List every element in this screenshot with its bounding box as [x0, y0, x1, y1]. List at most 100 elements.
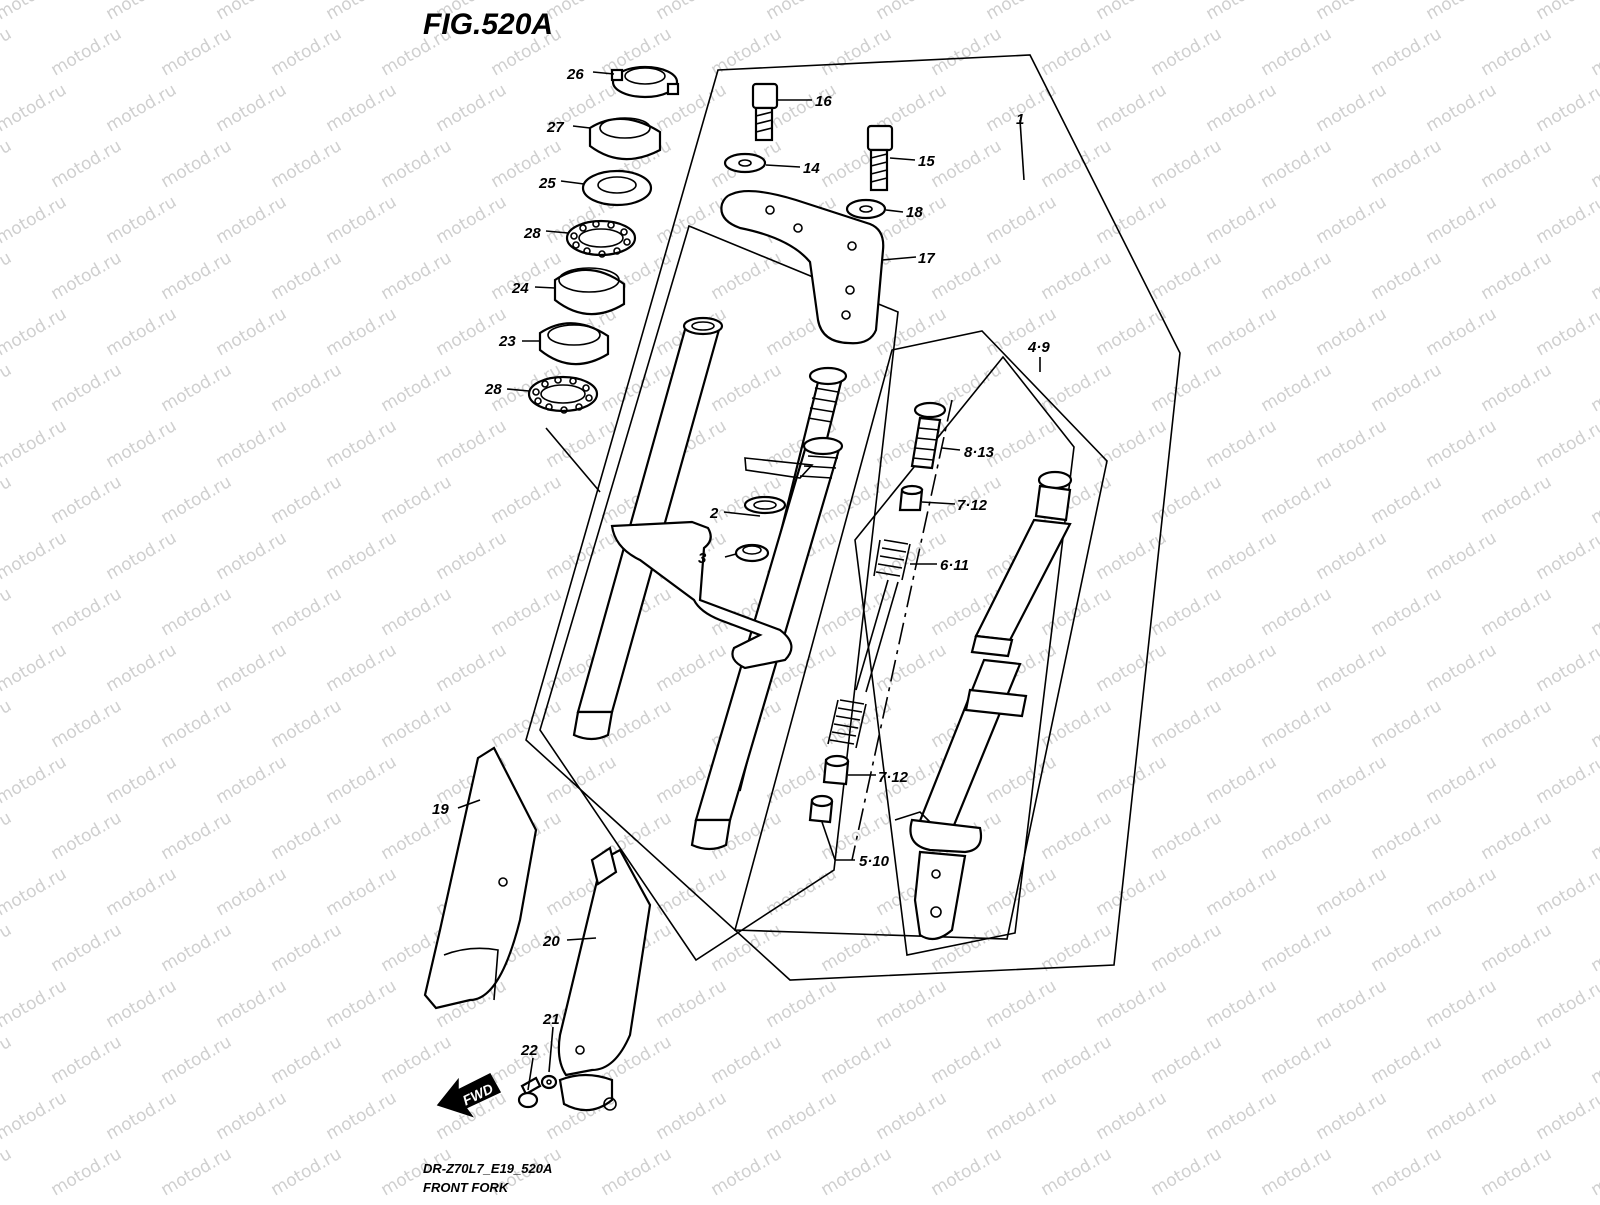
watermark-text: motod.ru: [158, 24, 236, 80]
watermark-text: motod.ru: [1533, 528, 1600, 584]
watermark-text: motod.ru: [158, 136, 236, 192]
watermark-text: motod.ru: [103, 528, 181, 584]
watermark-text: motod.ru: [268, 472, 346, 528]
callout-25: 25: [538, 175, 556, 192]
watermark-text: motod.ru: [1038, 808, 1116, 864]
callout-18: 18: [906, 204, 923, 221]
watermark-text: motod.ru: [213, 416, 291, 472]
watermark-text: motod.ru: [1478, 696, 1556, 752]
watermark-text: motod.ru: [1313, 528, 1391, 584]
watermark-text: motod.ru: [1148, 1032, 1226, 1088]
watermark-text: motod.ru: [1313, 192, 1391, 248]
watermark-text: motod.ru: [268, 584, 346, 640]
watermark-text: motod.ru: [1423, 304, 1501, 360]
watermark-text: motod.ru: [48, 1144, 126, 1200]
watermark-text: motod.ru: [1203, 1088, 1281, 1144]
watermark-text: motod.ru: [1423, 80, 1501, 136]
watermark-text: motod.ru: [323, 1088, 401, 1144]
watermark-text: motod.ru: [158, 472, 236, 528]
watermark-text: motod.ru: [1203, 80, 1281, 136]
watermark-text: motod.ru: [268, 1032, 346, 1088]
watermark-text: motod.ru: [1313, 80, 1391, 136]
watermark-text: motod.ru: [1588, 472, 1600, 528]
oil-lock-part-5-10: [810, 796, 832, 822]
callout-20: 20: [542, 933, 560, 950]
watermark-text: motod.ru: [48, 584, 126, 640]
watermark-text: motod.ru: [378, 360, 456, 416]
watermark-text: motod.ru: [1093, 976, 1171, 1032]
watermark-text: motod.ru: [1258, 248, 1336, 304]
watermark-text: motod.ru: [928, 1144, 1006, 1200]
watermark-text: motod.ru: [873, 640, 951, 696]
watermark-text: motod.ru: [213, 864, 291, 920]
watermark-text: motod.ru: [1423, 640, 1501, 696]
watermark-text: motod.ru: [1313, 640, 1391, 696]
watermark-text: motod.ru: [1258, 920, 1336, 976]
callout-6-11: 6·11: [940, 557, 969, 574]
watermark-text: motod.ru: [543, 0, 621, 24]
watermark-text: motod.ru: [983, 416, 1061, 472]
watermark-text: motod.ru: [213, 80, 291, 136]
watermark-text: motod.ru: [1533, 80, 1600, 136]
watermark-text: motod.ru: [543, 528, 621, 584]
watermark-text: motod.ru: [1093, 80, 1171, 136]
watermark-text: motod.ru: [0, 24, 15, 80]
watermark-text: motod.ru: [48, 24, 126, 80]
watermark-text: motod.ru: [708, 360, 786, 416]
watermark-text: motod.ru: [1368, 808, 1446, 864]
watermark-text: motod.ru: [1423, 752, 1501, 808]
watermark-text: motod.ru: [433, 528, 511, 584]
watermark-text: motod.ru: [1368, 24, 1446, 80]
watermark-text: motod.ru: [323, 752, 401, 808]
callout-28-bottom: 28: [484, 381, 502, 398]
watermark-text: motod.ru: [1478, 136, 1556, 192]
watermark-text: motod.ru: [158, 808, 236, 864]
watermark-text: motod.ru: [928, 24, 1006, 80]
watermark-text: motod.ru: [0, 472, 15, 528]
watermark-text: motod.ru: [1588, 808, 1600, 864]
watermark-text: motod.ru: [1478, 584, 1556, 640]
watermark-text: motod.ru: [48, 1032, 126, 1088]
watermark-text: motod.ru: [873, 0, 951, 24]
watermark-text: motod.ru: [1148, 24, 1226, 80]
callout-17: 17: [918, 250, 935, 267]
watermark-text: motod.ru: [543, 752, 621, 808]
dust-seal-part-25: [583, 171, 651, 205]
callout-27: 27: [546, 119, 564, 136]
watermark-text: motod.ru: [1478, 472, 1556, 528]
watermark-text: motod.ru: [1258, 584, 1336, 640]
watermark-text: motod.ru: [158, 248, 236, 304]
watermark-text: motod.ru: [268, 360, 346, 416]
watermark-text: motod.ru: [48, 360, 126, 416]
watermark-text: motod.ru: [983, 1088, 1061, 1144]
callout-3: 3: [698, 550, 707, 567]
callout-21: 21: [542, 1011, 560, 1028]
watermark-text: motod.ru: [213, 192, 291, 248]
callout-15: 15: [918, 153, 935, 170]
watermark-text: motod.ru: [1258, 1032, 1336, 1088]
watermark-text: motod.ru: [708, 920, 786, 976]
watermark-text: motod.ru: [1203, 416, 1281, 472]
watermark-text: motod.ru: [1313, 752, 1391, 808]
watermark-text: motod.ru: [1423, 0, 1501, 24]
callout-23: 23: [498, 333, 516, 350]
watermark-text: motod.ru: [1533, 1088, 1600, 1144]
watermark-text: motod.ru: [1313, 416, 1391, 472]
watermark-text: motod.ru: [213, 528, 291, 584]
watermark-text: motod.ru: [1148, 248, 1226, 304]
bearing-race-part-23: [540, 323, 608, 364]
watermark-text: motod.ru: [103, 416, 181, 472]
watermark-text: motod.ru: [1588, 24, 1600, 80]
watermark-text: motod.ru: [1423, 528, 1501, 584]
watermark-text: motod.ru: [1423, 192, 1501, 248]
watermark-text: motod.ru: [928, 136, 1006, 192]
watermark-text: motod.ru: [1258, 136, 1336, 192]
watermark-text: motod.ru: [48, 248, 126, 304]
watermark-text: motod.ru: [1038, 1144, 1116, 1200]
damper-piece-part-7-12-top: [900, 486, 922, 510]
watermark-text: motod.ru: [1368, 1144, 1446, 1200]
watermark-text: motod.ru: [1423, 1088, 1501, 1144]
bearing-seat-part-27: [590, 118, 660, 159]
watermark-text: motod.ru: [1038, 24, 1116, 80]
watermark-text: motod.ru: [1203, 0, 1281, 24]
